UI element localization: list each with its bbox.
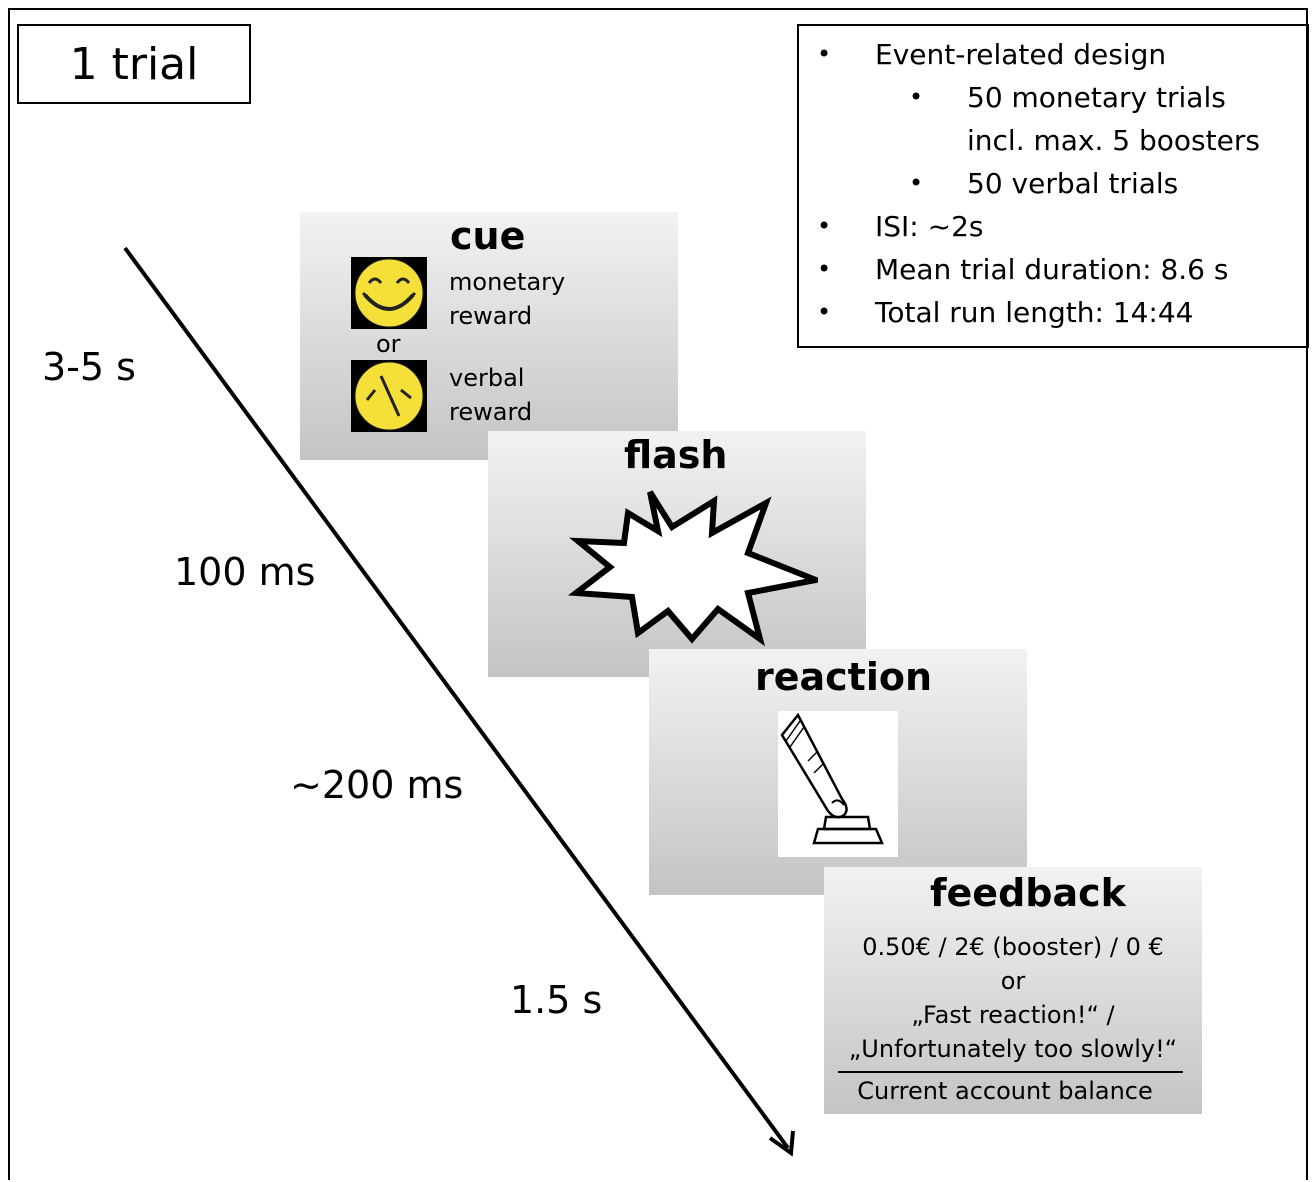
info-item: Total run length: 14:44 — [875, 296, 1194, 329]
feedback-fast-line: „Fast reaction!“ / — [911, 1001, 1115, 1029]
feedback-title: feedback — [930, 871, 1126, 915]
feedback-slow-line: „Unfortunately too slowly!“ — [848, 1035, 1178, 1063]
divider-line — [838, 1071, 1183, 1073]
account-balance-line: Current account balance — [857, 1077, 1153, 1105]
info-item: incl. max. 5 boosters — [967, 124, 1260, 157]
reaction-title: reaction — [755, 655, 933, 699]
duration-cue: 3-5 s — [42, 345, 136, 389]
or-label: or — [376, 330, 401, 358]
duration-flash: 100 ms — [174, 550, 316, 594]
verbal-reward-label: reward — [449, 398, 533, 426]
finger-press-icon — [778, 711, 898, 857]
info-item: 50 monetary trials — [967, 81, 1226, 114]
info-item: Event-related design — [875, 38, 1167, 71]
figure-frame — [8, 8, 1308, 1180]
verbal-label: verbal — [449, 364, 525, 392]
bullet-icon: • — [909, 169, 924, 197]
feedback-money-line: 0.50€ / 2€ (booster) / 0 € — [862, 933, 1164, 961]
design-info-box: • Event-related design • 50 monetary tri… — [797, 24, 1309, 348]
flash-title: flash — [624, 433, 728, 477]
cue-panel: cue monetary reward or verbal reward — [300, 212, 678, 460]
info-item: 50 verbal trials — [967, 167, 1179, 200]
flash-panel: flash — [488, 431, 866, 677]
trial-label: 1 trial — [17, 24, 251, 104]
info-item: ISI: ~2s — [875, 210, 984, 243]
duration-reaction: ~200 ms — [290, 763, 464, 807]
starburst-icon — [568, 490, 818, 647]
bullet-icon: • — [817, 212, 832, 240]
bullet-icon: • — [817, 298, 832, 326]
reaction-panel: reaction — [649, 649, 1027, 895]
feedback-or-line: or — [1000, 967, 1026, 995]
info-item: Mean trial duration: 8.6 s — [875, 253, 1229, 286]
bullet-icon: • — [817, 40, 832, 68]
neutral-face-icon — [351, 360, 427, 432]
bullet-icon: • — [817, 255, 832, 283]
monetary-reward-label: reward — [449, 302, 533, 330]
monetary-label: monetary — [449, 268, 566, 296]
smiley-face-icon — [351, 257, 427, 329]
feedback-panel: feedback 0.50€ / 2€ (booster) / 0 € or „… — [824, 867, 1202, 1114]
cue-title: cue — [450, 214, 526, 258]
duration-feedback: 1.5 s — [510, 978, 603, 1022]
bullet-icon: • — [909, 83, 924, 111]
